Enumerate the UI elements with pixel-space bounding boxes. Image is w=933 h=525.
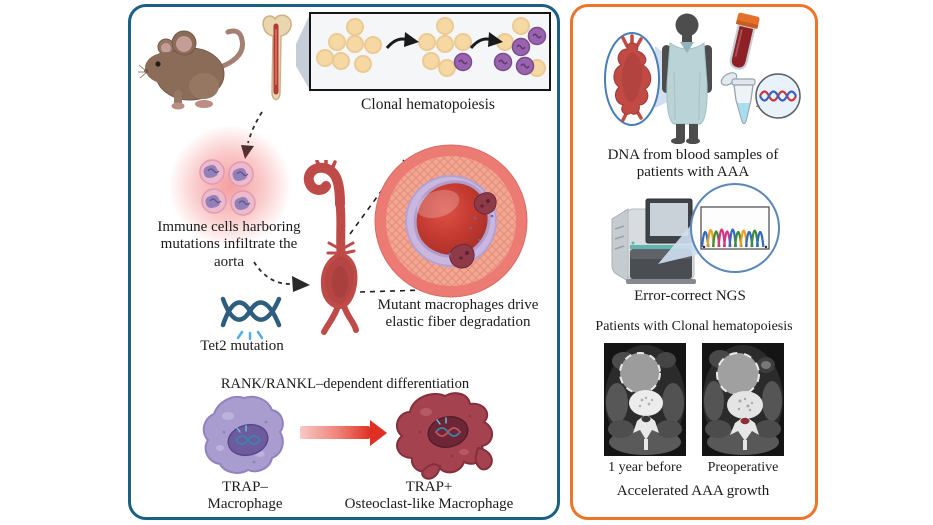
inflammation-glow — [166, 126, 294, 246]
progression-arrow-icon — [385, 32, 503, 49]
clonal-cells-illustration — [316, 17, 547, 77]
macrophage-trap-positive-icon — [395, 392, 493, 480]
immune-cells-caption: Immune cells harboring mutations infiltr… — [157, 219, 301, 270]
ct-scan-preoperative — [702, 343, 784, 456]
clonal-hematopoiesis-label: Clonal hematopoiesis — [361, 96, 495, 113]
dna-sample-circle — [755, 73, 801, 119]
tet2-label: Tet2 mutation — [200, 338, 284, 354]
aaa-magnifier-ellipse — [604, 32, 660, 126]
mutant-macrophages-caption: Mutant macrophages drive elastic fiber d… — [377, 297, 539, 331]
patients-clonal-heading: Patients with Clonal hematopoiesis — [595, 319, 793, 334]
immune-cells-icon — [199, 159, 256, 216]
ct-preop-label: Preoperative — [707, 460, 779, 475]
ct-before-label: 1 year before — [608, 460, 682, 475]
trap-negative-label: TRAP– Macrophage — [207, 479, 283, 513]
aorta-icon — [303, 160, 359, 335]
expansion-cone — [296, 12, 311, 92]
clonal-hematopoiesis-box — [309, 12, 551, 91]
dashed-arrow-right-icon — [253, 261, 310, 292]
chromatogram-circle — [690, 183, 780, 273]
dna-blood-caption: DNA from blood samples of patients with … — [607, 147, 779, 181]
accelerated-growth-label: Accelerated AAA growth — [616, 483, 770, 499]
mouse-icon — [138, 28, 245, 110]
differentiation-arrow-icon — [300, 426, 370, 439]
bone-icon — [262, 14, 292, 101]
microtube-icon — [720, 72, 762, 125]
differentiation-arrow-head — [370, 419, 387, 446]
aorta-cross-section-icon — [374, 144, 528, 298]
trap-positive-label: TRAP+ Osteoclast-like Macrophage — [344, 479, 514, 513]
rank-rankl-heading: RANK/RANKL–dependent differentiation — [220, 376, 470, 392]
patient-figure — [662, 13, 712, 144]
macrophage-trap-negative-icon — [202, 395, 284, 474]
ngs-label: Error-correct NGS — [634, 288, 746, 304]
ct-scan-before — [604, 343, 686, 456]
blood-tube-icon — [729, 12, 760, 70]
tet2-dna-break-icon — [220, 296, 282, 340]
